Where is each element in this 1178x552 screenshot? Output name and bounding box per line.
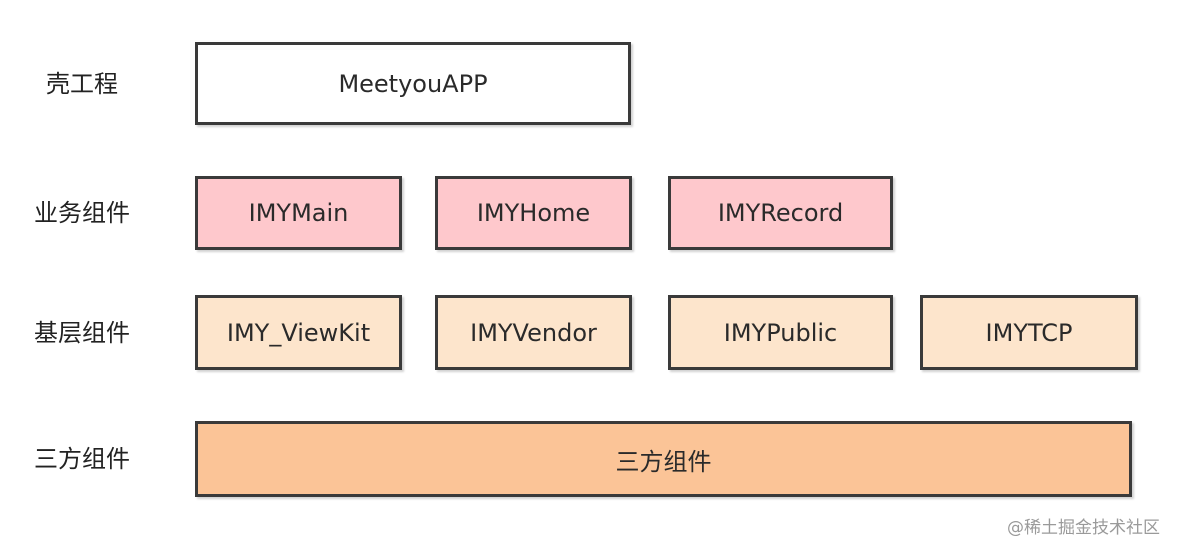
row-label-business: 业务组件 — [34, 199, 130, 227]
box-imypublic: IMYPublic — [668, 295, 893, 370]
row-label-third-party: 三方组件 — [34, 445, 130, 473]
watermark-text: @稀土掘金技术社区 — [1007, 518, 1160, 538]
box-third-party: 三方组件 — [195, 421, 1132, 497]
box-imy-viewkit: IMY_ViewKit — [195, 295, 402, 370]
row-label-base: 基层组件 — [34, 319, 130, 347]
box-imyhome: IMYHome — [435, 176, 632, 250]
row-label-shell: 壳工程 — [46, 70, 118, 98]
box-imyrecord: IMYRecord — [668, 176, 893, 250]
box-imytcp: IMYTCP — [920, 295, 1138, 370]
box-imymain: IMYMain — [195, 176, 402, 250]
box-meetyouapp: MeetyouAPP — [195, 42, 631, 125]
box-imyvendor: IMYVendor — [435, 295, 632, 370]
